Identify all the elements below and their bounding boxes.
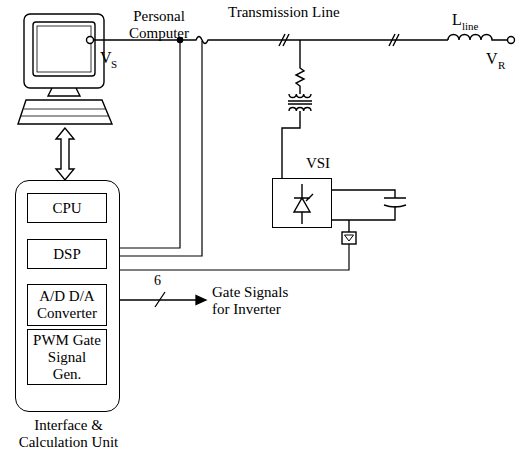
voltage-subscript: R — [498, 59, 505, 71]
dc-capacitor — [332, 190, 406, 220]
computer-node: Personal Computer — [18, 12, 112, 128]
line-title: Transmission Line — [228, 4, 340, 21]
converter-block: A/D D/A Converter — [27, 284, 107, 326]
node-label: Personal Computer — [122, 8, 196, 42]
transformer-secondary — [289, 108, 311, 111]
monitor-screen — [33, 22, 95, 76]
voltage-symbol: V — [486, 50, 498, 68]
voltage-subscript: S — [111, 58, 117, 70]
inductance-symbol: L — [452, 11, 462, 29]
keyboard-keys — [21, 109, 108, 116]
thyristor-symbol — [294, 184, 313, 224]
node-label: Interface & Calculation Unit — [4, 417, 133, 451]
bus-width-slash — [155, 292, 165, 307]
monitor-stand — [48, 88, 80, 96]
inductance-subscript: line — [462, 20, 479, 32]
measurement-wires — [120, 41, 349, 270]
node-label: A/D D/A Converter — [32, 288, 102, 322]
voltage-measure-wire — [120, 43, 180, 248]
keyboard — [18, 100, 112, 124]
node-label: VSI — [298, 155, 338, 172]
signal-label: Gate Signals for Inverter — [212, 284, 302, 317]
bidirectional-link-arrow — [56, 128, 74, 180]
node-label: CPU — [52, 200, 81, 217]
line-break-marks — [279, 34, 399, 46]
sending-terminal — [87, 37, 94, 44]
gate-signal-bus — [120, 292, 206, 307]
coupling-resistor — [296, 40, 304, 94]
sensor-ground — [345, 235, 354, 241]
gate-bus-arrowhead — [196, 296, 206, 305]
transformer-primary — [289, 94, 311, 97]
pwm-generator-block: PWM Gate Signal Gen. — [27, 329, 107, 385]
shunt-branch — [282, 40, 406, 244]
receiving-terminal — [508, 37, 515, 44]
voltage-symbol: V — [100, 49, 112, 67]
computer-icon — [18, 14, 112, 124]
sensor-lead — [348, 220, 349, 232]
node-label: DSP — [53, 246, 81, 263]
gate-bus-line — [120, 299, 197, 300]
dsp-block: DSP — [27, 239, 107, 269]
dc-voltage-sensor — [342, 232, 356, 244]
current-measure-wire — [120, 41, 202, 256]
screen-inner — [37, 26, 91, 72]
cpu-block: CPU — [27, 193, 107, 223]
inverter-ac-wire — [282, 111, 300, 178]
inverter-box: VSI — [272, 178, 332, 228]
transformer-core — [288, 101, 312, 104]
bus-width-number: 6 — [154, 273, 161, 288]
line-inductor — [448, 35, 508, 41]
interface-unit: Interface & Calculation UnitCPUDSPA/D D/… — [15, 180, 120, 412]
monitor-case — [24, 14, 104, 88]
node-label: PWM Gate Signal Gen. — [32, 332, 102, 382]
dc-measure-wire — [120, 244, 349, 270]
